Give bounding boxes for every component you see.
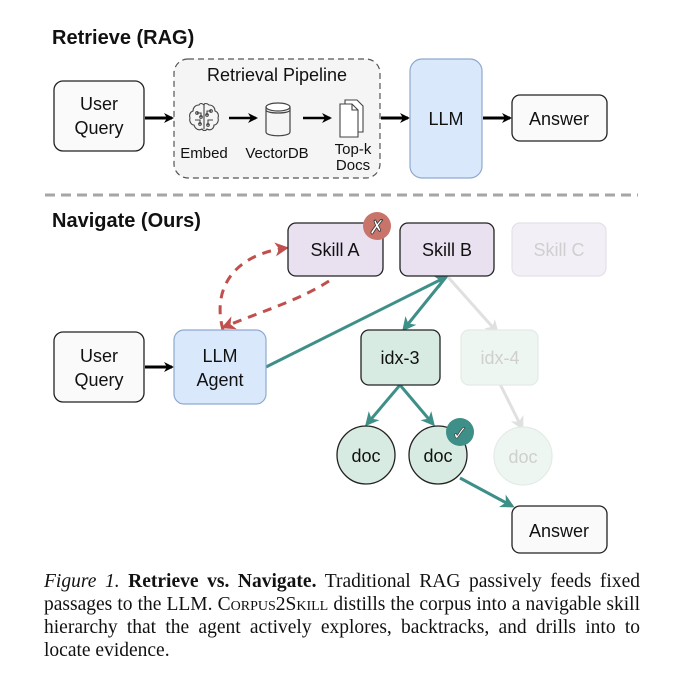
- accept-badge: ✓: [446, 418, 474, 446]
- idx-4-node: idx-4: [460, 329, 539, 386]
- edge-agent-to-skilla-dashed: [218, 242, 289, 331]
- nav-answer-node: Answer: [511, 505, 608, 554]
- llm-agent-node: LLM Agent: [173, 329, 267, 405]
- svg-text:Agent: Agent: [196, 370, 243, 390]
- skill-c-node: Skill C: [511, 222, 607, 277]
- caption-title: Retrieve vs. Navigate.: [128, 571, 317, 592]
- embed-label: Embed: [180, 145, 228, 162]
- rag-llm-node: LLM: [409, 58, 483, 179]
- svg-text:idx-4: idx-4: [480, 348, 519, 368]
- svg-text:LLM: LLM: [202, 346, 237, 366]
- doc-node-3: doc: [493, 426, 553, 486]
- retrieval-pipeline-group: Retrieval Pipeline Embed VectorDB: [173, 58, 381, 179]
- system-name: Corpus2Skill: [217, 594, 329, 615]
- idx-3-node: idx-3: [360, 329, 441, 386]
- diagram-canvas: Retrieve (RAG) User Query Retrieval Pipe…: [45, 27, 638, 554]
- edge-agent-to-skillb: [265, 275, 449, 369]
- x-icon: ✗: [369, 215, 386, 239]
- rag-answer-node: Answer: [511, 94, 608, 142]
- svg-text:idx-3: idx-3: [380, 348, 419, 368]
- svg-text:Answer: Answer: [529, 521, 589, 541]
- figure-label: Figure 1.: [44, 571, 120, 592]
- svg-text:Skill C: Skill C: [533, 240, 584, 260]
- documents-icon: [339, 99, 364, 138]
- svg-text:doc: doc: [423, 446, 452, 466]
- svg-text:LLM: LLM: [428, 109, 463, 129]
- edge-idx4-to-doc3: [498, 383, 524, 431]
- navigate-section-title: Navigate (Ours): [52, 210, 201, 232]
- edge-idx3-to-doc2: [398, 384, 435, 427]
- edge-skilla-to-agent-dashed: [221, 279, 330, 330]
- pipeline-label: Retrieval Pipeline: [207, 65, 347, 85]
- svg-text:Skill A: Skill A: [310, 240, 359, 260]
- edge-skillb-to-idx3: [402, 276, 448, 332]
- svg-text:doc: doc: [351, 446, 380, 466]
- skill-a-node: Skill A: [287, 222, 384, 277]
- edge-skillb-to-idx4: [446, 276, 499, 335]
- caption-text-1: Traditional RAG passively feeds fixed pa…: [44, 571, 640, 615]
- svg-text:Skill B: Skill B: [422, 240, 472, 260]
- topk-label-line2: Docs: [336, 157, 370, 174]
- caption-text-2: distills the corpus into a navigable ski…: [44, 594, 641, 661]
- skill-b-node: Skill B: [399, 222, 495, 277]
- reject-badge: ✗: [363, 212, 391, 240]
- svg-text:doc: doc: [508, 447, 537, 467]
- svg-text:Query: Query: [74, 370, 123, 390]
- edge-doc2-to-answer: [459, 476, 515, 508]
- svg-text:Query: Query: [74, 118, 123, 138]
- nav-user-query-node: User Query: [53, 331, 145, 403]
- check-icon: ✓: [452, 421, 469, 445]
- edge-idx3-to-doc1: [365, 384, 402, 427]
- vectordb-label: VectorDB: [245, 145, 308, 162]
- retrieve-section-title: Retrieve (RAG): [52, 27, 194, 49]
- rag-user-query-node: User Query: [53, 80, 145, 152]
- brain-icon: [189, 102, 219, 132]
- topk-label-line1: Top-k: [335, 141, 372, 158]
- database-icon: [265, 102, 291, 137]
- svg-text:User: User: [80, 346, 118, 366]
- svg-text:Answer: Answer: [529, 109, 589, 129]
- figure-caption: Figure 1. Retrieve vs. Navigate. Traditi…: [44, 570, 640, 662]
- doc-node-1: doc: [336, 425, 396, 485]
- svg-text:User: User: [80, 94, 118, 114]
